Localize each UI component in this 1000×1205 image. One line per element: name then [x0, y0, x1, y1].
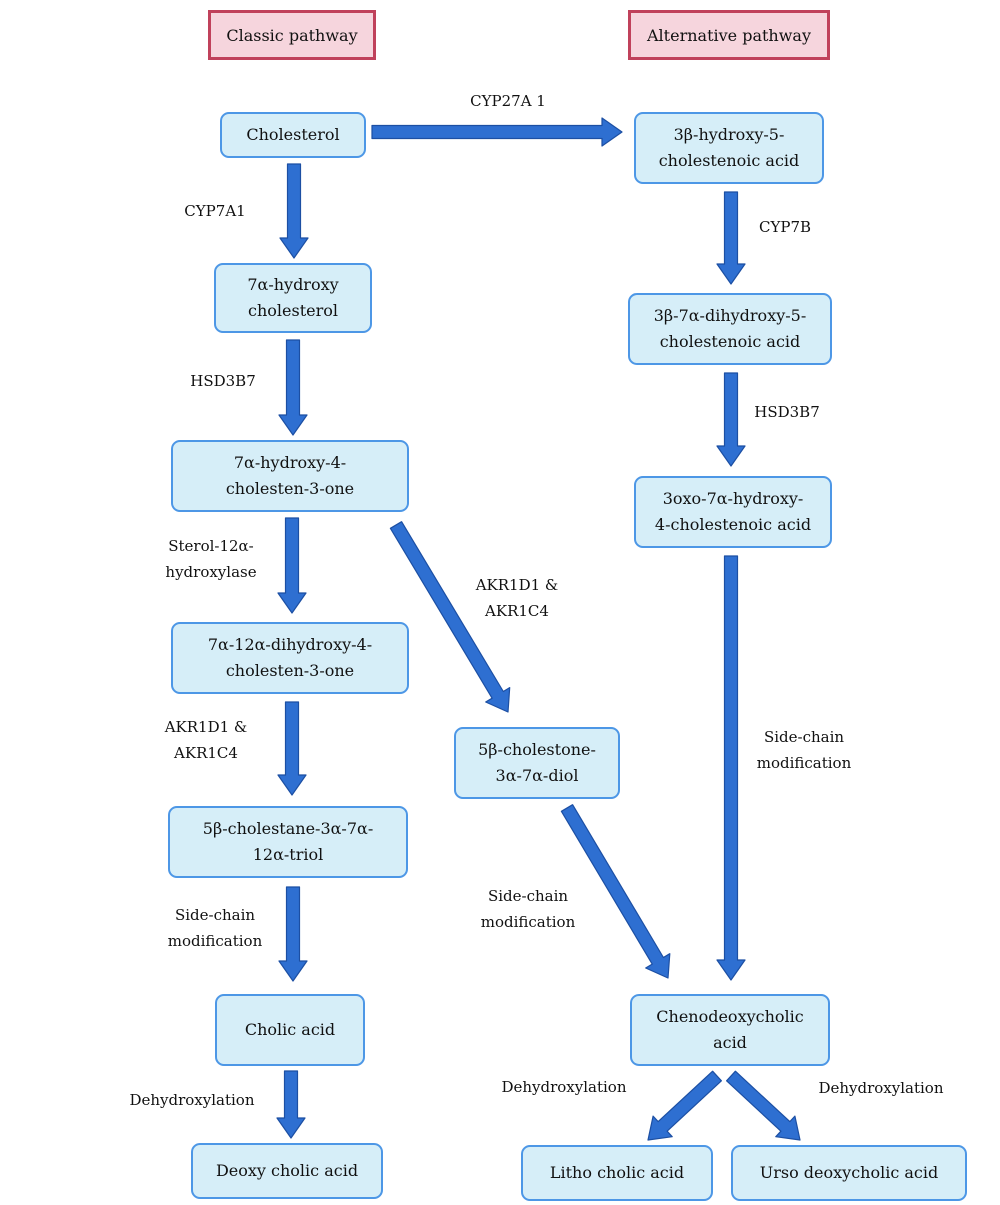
node-5b-cholestone-diol: 5β-cholestone- 3α-7α-diol — [454, 727, 620, 799]
node-7a-12a-dihydroxy-4-cholesten-3-one: 7α-12α-dihydroxy-4- cholesten-3-one — [171, 622, 409, 694]
text-line: Cholesterol — [246, 125, 340, 144]
node-cholesterol: Cholesterol — [220, 112, 366, 158]
text-line: 3β-hydroxy-5- — [673, 125, 785, 144]
text-line: 7α-hydroxy-4- — [233, 453, 347, 472]
node-5b-cholestane-triol: 5β-cholestane-3α-7α- 12α-triol — [168, 806, 408, 878]
text-line: cholesten-3-one — [225, 479, 355, 498]
arrow-chenodeoxycholic-to-litho — [647, 1070, 723, 1141]
node-7a-hydroxy-4-cholesten-3-one: 7α-hydroxy-4- cholesten-3-one — [171, 440, 409, 512]
arrow-7a-hydroxy-to-cholesten-one — [278, 339, 308, 436]
text-line: modification — [756, 754, 852, 772]
arrow-cholesterol-to-7a-hydroxy — [279, 163, 309, 259]
node-cholic-acid: Cholic acid — [215, 994, 365, 1066]
text-line: modification — [480, 913, 576, 931]
text-line: 7α-hydroxy — [247, 275, 339, 294]
text-line: Deoxy cholic acid — [215, 1161, 359, 1180]
text-line: Litho cholic acid — [549, 1163, 685, 1182]
label-cyp27a1: CYP27A 1 — [448, 88, 568, 114]
text-line: 5β-cholestone- — [478, 740, 596, 759]
node-3b-hydroxy-5-cholestenoic-acid: 3β-hydroxy-5- cholestenoic acid — [634, 112, 824, 184]
text-line: cholestenoic acid — [659, 332, 801, 351]
text-line: Side-chain — [487, 887, 569, 905]
arrow-cholesterol-to-3b-hydroxy — [371, 117, 623, 147]
text-line: 12α-triol — [252, 845, 324, 864]
text-line: Chenodeoxycholic — [656, 1007, 804, 1026]
text-line: cholestenoic acid — [658, 151, 800, 170]
text-line: modification — [167, 932, 263, 950]
label-dehydroxylation-litho: Dehydroxylation — [494, 1074, 634, 1100]
node-3b-7a-dihydroxy-5-cholestenoic-acid: 3β-7α-dihydroxy-5- cholestenoic acid — [628, 293, 832, 365]
arrow-3oxo-to-chenodeoxycholic — [716, 555, 746, 981]
text-line: AKR1D1 & — [164, 718, 248, 736]
arrow-cholic-to-deoxy — [276, 1070, 306, 1139]
arrow-diol-to-chenodeoxycholic — [560, 804, 671, 979]
text-line: 4-cholestenoic acid — [654, 515, 812, 534]
text-line: AKR1C4 — [174, 744, 238, 762]
classic-pathway-header: Classic pathway — [208, 10, 376, 60]
node-chenodeoxycholic-acid: Chenodeoxycholic acid — [630, 994, 830, 1066]
label-hsd3b7-right: HSD3B7 — [742, 399, 832, 425]
alternative-pathway-header: Alternative pathway — [628, 10, 830, 60]
label-cyp7a1: CYP7A1 — [170, 198, 260, 224]
text-line: 7α-12α-dihydroxy-4- — [207, 635, 373, 654]
text-line: HSD3B7 — [190, 372, 256, 390]
label-dehydroxylation-left: Dehydroxylation — [122, 1087, 262, 1113]
text-line: AKR1D1 & — [475, 576, 559, 594]
label-akr1d1-akr1c4-left: AKR1D1 & AKR1C4 — [156, 714, 256, 766]
text-line: HSD3B7 — [754, 403, 820, 421]
text-line: cholesterol — [248, 301, 338, 320]
text-line: Cholic acid — [244, 1020, 336, 1039]
text-line: Dehydroxylation — [501, 1078, 627, 1096]
text-line: Dehydroxylation — [129, 1091, 255, 1109]
arrow-triol-to-cholic — [278, 886, 308, 982]
label-side-chain-middle: Side-chain modification — [468, 883, 588, 935]
text-line: acid — [713, 1033, 747, 1052]
text-line: AKR1C4 — [485, 602, 549, 620]
text-line: 3oxo-7α-hydroxy- — [662, 489, 804, 508]
text-line: hydroxylase — [165, 563, 257, 581]
arrow-cholesten-one-to-dihydroxy — [277, 517, 307, 614]
arrow-dihydroxy-to-triol — [277, 701, 307, 796]
arrow-dihydroxy-to-3oxo — [716, 372, 746, 467]
text-line: Dehydroxylation — [818, 1079, 944, 1097]
text-line: Side-chain — [763, 728, 845, 746]
text-line: Urso deoxycholic acid — [759, 1163, 939, 1182]
text-line: CYP27A 1 — [470, 92, 546, 110]
node-3oxo-7a-hydroxy-4-cholestenoic-acid: 3oxo-7α-hydroxy- 4-cholestenoic acid — [634, 476, 832, 548]
label-dehydroxylation-urso: Dehydroxylation — [811, 1075, 951, 1101]
text-line: cholesten-3-one — [225, 661, 355, 680]
text-line: Sterol-12α- — [168, 537, 254, 555]
label-side-chain-left: Side-chain modification — [155, 902, 275, 954]
text-line: 3α-7α-diol — [495, 766, 579, 785]
node-7a-hydroxy-cholesterol: 7α-hydroxy cholesterol — [214, 263, 372, 333]
label-sterol-12a-hydroxylase: Sterol-12α-hydroxylase — [150, 533, 272, 585]
arrow-3b-hydroxy-to-dihydroxy — [716, 191, 746, 285]
arrow-chenodeoxycholic-to-urso — [725, 1070, 801, 1141]
label-side-chain-right: Side-chain modification — [744, 724, 864, 776]
node-urso-deoxycholic-acid: Urso deoxycholic acid — [731, 1145, 967, 1201]
text-line: CYP7A1 — [184, 202, 246, 220]
text-line: 3β-7α-dihydroxy-5- — [653, 306, 807, 325]
node-deoxy-cholic-acid: Deoxy cholic acid — [191, 1143, 383, 1199]
label-cyp7b: CYP7B — [750, 214, 820, 240]
label-hsd3b7-left: HSD3B7 — [178, 368, 268, 394]
text-line: 5β-cholestane-3α-7α- — [202, 819, 374, 838]
text-line: Side-chain — [174, 906, 256, 924]
node-litho-cholic-acid: Litho cholic acid — [521, 1145, 713, 1201]
arrow-cholesten-one-to-diol — [389, 521, 511, 713]
text-line: CYP7B — [758, 218, 812, 236]
label-akr1d1-akr1c4-middle: AKR1D1 & AKR1C4 — [467, 572, 567, 624]
